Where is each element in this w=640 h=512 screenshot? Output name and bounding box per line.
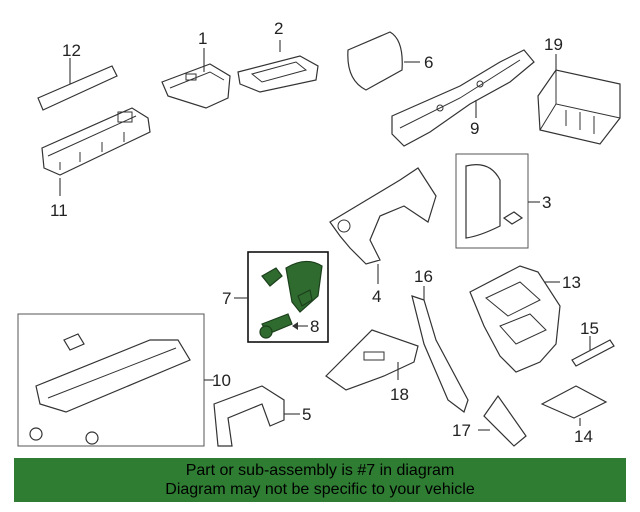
part-19-duct: 19 [537,35,621,145]
callout-2: 2 [274,19,283,38]
part-4-frame: 4 [329,167,437,306]
callout-3: 3 [542,193,551,212]
part-7-assembly-box: 7 8 [222,251,329,343]
callout-4: 4 [372,287,381,306]
part-1-cover: 1 [161,29,231,109]
part-2-mat: 2 [237,19,319,93]
part-7-highlighted [285,260,323,313]
info-banner: Part or sub-assembly is #7 in diagram Di… [14,458,626,502]
part-14-cover: 14 [540,385,608,446]
callout-5: 5 [302,405,311,424]
banner-line-1: Part or sub-assembly is #7 in diagram [185,462,455,479]
part-12-strip: 12 [37,41,118,111]
part-15-trim: 15 [571,319,615,367]
callout-8: 8 [310,317,319,336]
part-5-bezel: 5 [213,385,311,447]
callout-14: 14 [574,427,593,446]
callout-12: 12 [62,41,81,60]
callout-9: 9 [470,119,479,138]
part-3-side-panel: 3 [455,153,551,249]
part-16-strip: 16 [411,267,469,413]
callout-15: 15 [580,319,599,338]
part-9-bracket: 9 [391,49,535,147]
callout-17: 17 [452,421,471,440]
part-10-glove-box: 10 [17,313,231,447]
part-6-lid: 6 [347,31,433,91]
parts-diagram: 12 11 1 2 6 9 [17,19,621,447]
callout-7: 7 [222,289,231,308]
callout-19: 19 [544,35,563,54]
part-11-panel: 11 [41,107,151,220]
part-17-panel: 17 [452,394,527,447]
callout-13: 13 [562,273,581,292]
part-13-housing: 13 [469,265,581,373]
callout-18: 18 [390,385,409,404]
callout-16: 16 [414,267,433,286]
callout-11: 11 [50,201,68,220]
callout-1: 1 [198,29,207,48]
banner-line-2: Diagram may not be specific to your vehi… [165,481,475,498]
part-18-bracket: 18 [325,329,419,404]
callout-10: 10 [212,371,231,390]
callout-6: 6 [424,53,433,72]
